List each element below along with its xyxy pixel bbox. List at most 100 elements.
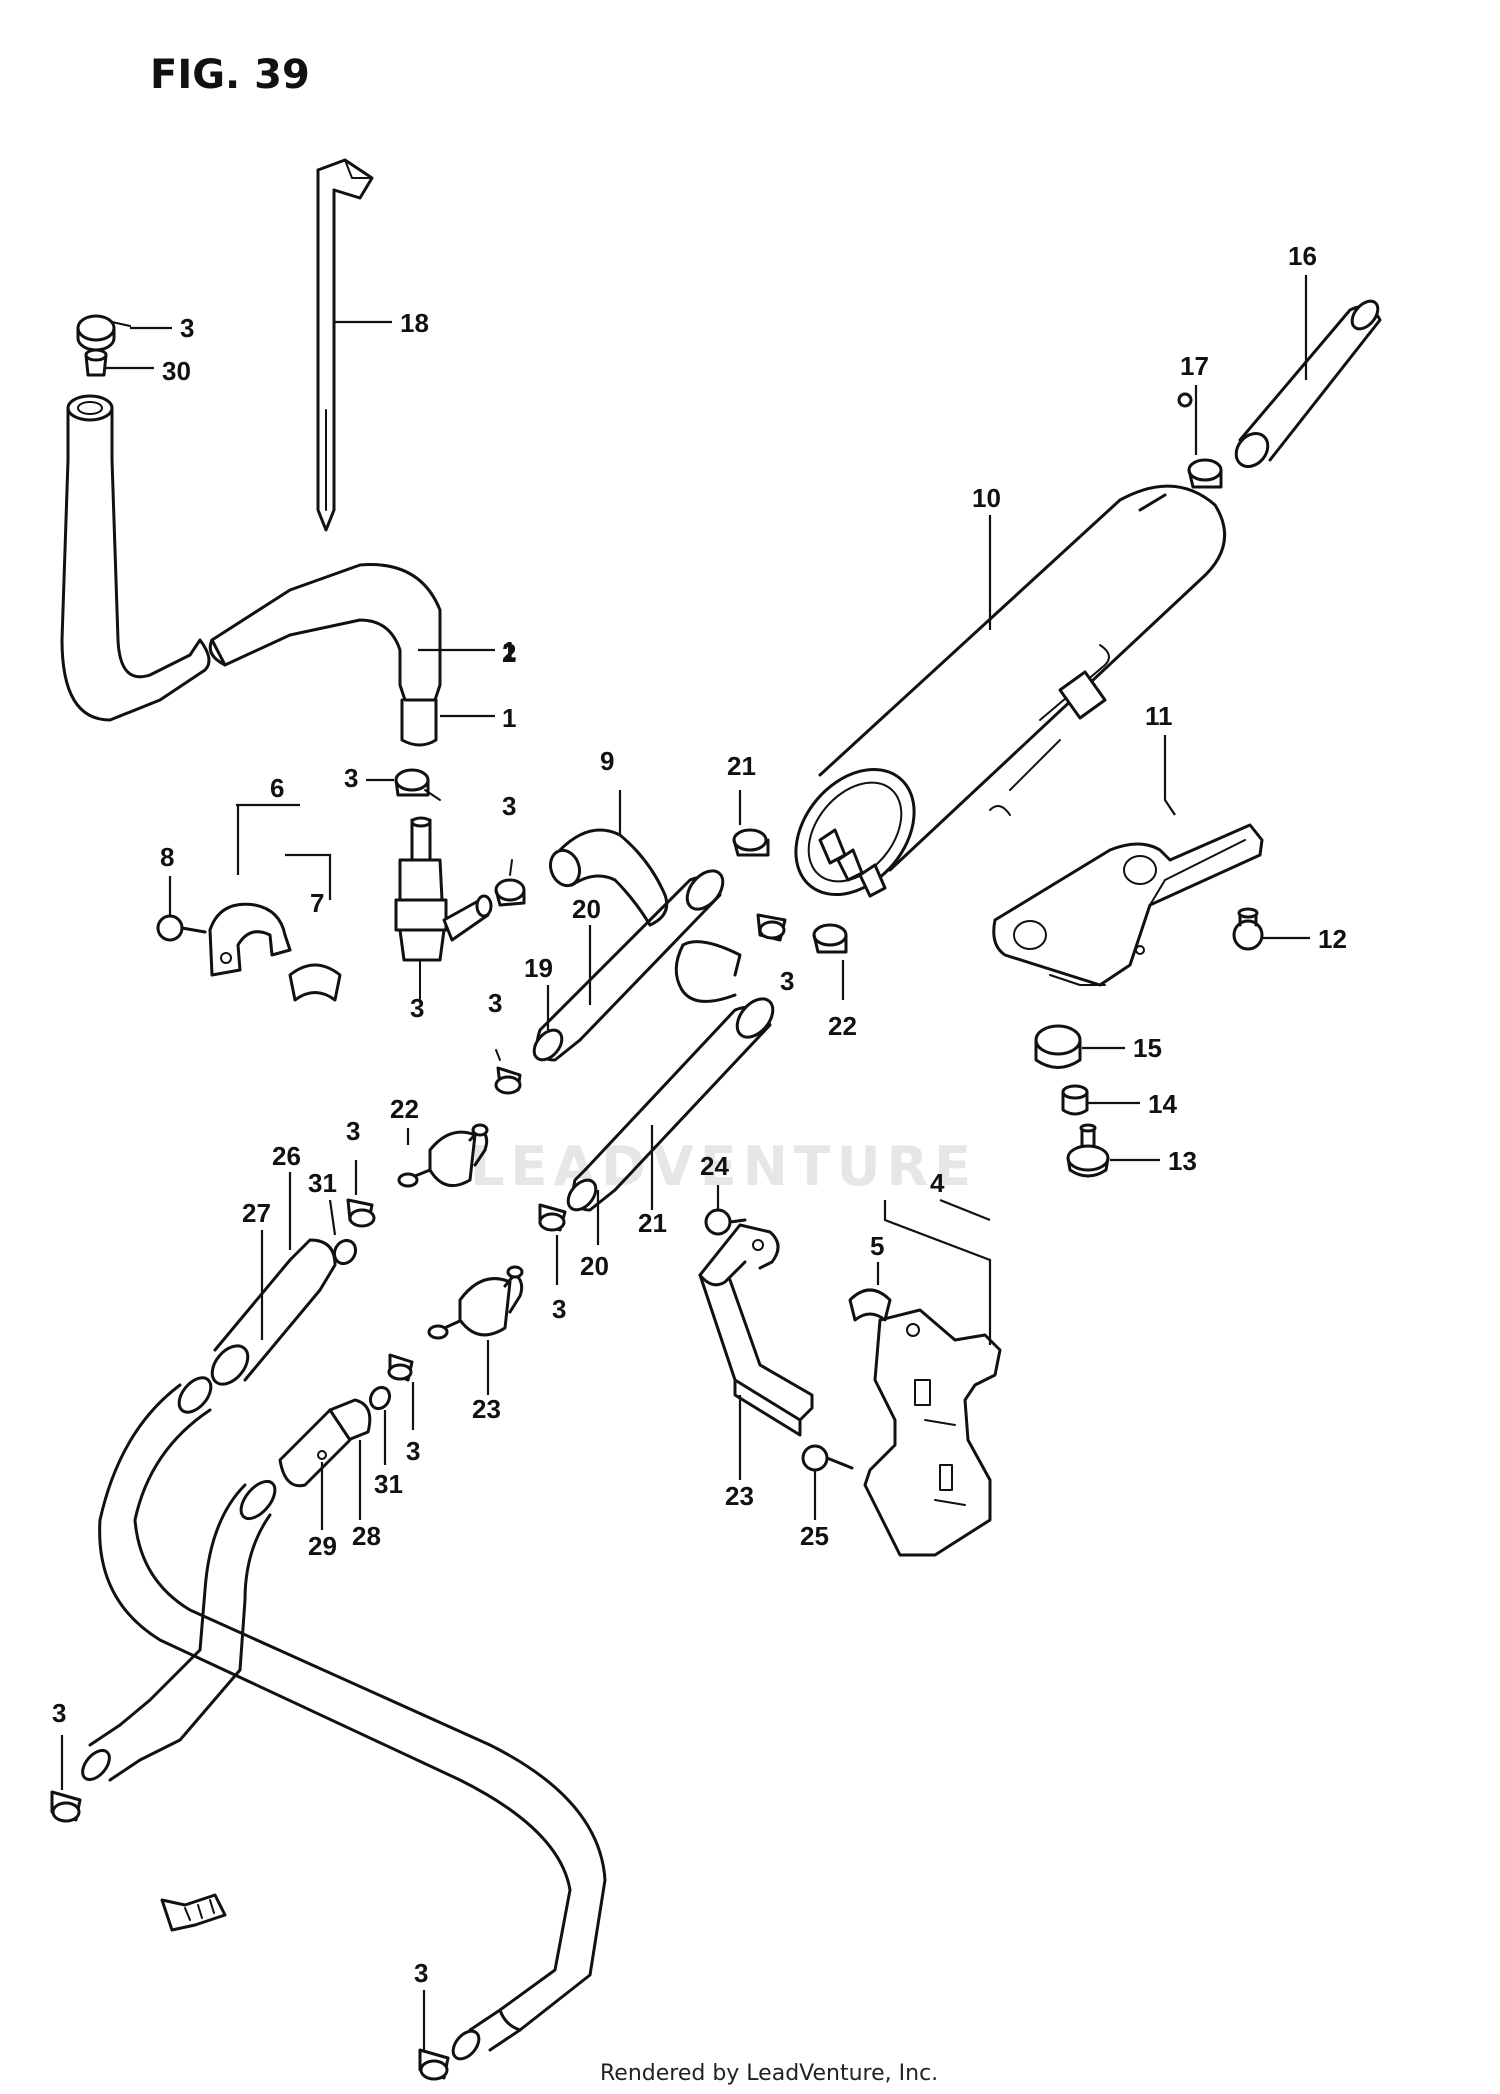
part-22-clamp-upper [732,790,770,857]
label-10: 9 [600,746,614,776]
part-3-clamp-lower-small [387,1353,415,1430]
label-17: 16 [1288,241,1317,271]
label-5: 4 [930,1168,945,1198]
label-14: 13 [1168,1146,1197,1176]
part-28-fitting [210,1230,322,1386]
part-31-plug-left [328,1199,358,1266]
label-3-left-small: 3 [346,1116,360,1146]
part-20-fitting-upper [532,925,592,1062]
part-3-clamp-near-10 [494,859,526,907]
label-3-near-20: 3 [552,1294,566,1324]
part-5-bracket [863,1198,1002,1557]
label-26: 25 [800,1521,829,1551]
label-3-bottom-left: 3 [52,1698,66,1728]
label-25: 24 [700,1151,729,1181]
figure-title: FIG. 39 [150,52,310,98]
label-1: 1 [502,703,516,733]
label-3-lower-small: 3 [406,1436,420,1466]
part-hose-lower-branch [81,1479,277,1782]
part-21-filter-lower [583,997,775,1210]
part-23-valve-lower [427,1265,524,1395]
label-16: 15 [1133,1033,1162,1063]
label-29: 28 [352,1521,381,1551]
part-17-tube [1234,275,1382,468]
watermark: LEADVENTURE [470,1135,977,1198]
label-3-mid: 3 [344,763,358,793]
part-1-hose-stub [400,698,438,747]
label-3-below-filter: 3 [488,988,502,1018]
label-21-upper: 20 [572,894,601,924]
part-19-thin-tube [316,158,374,532]
part-3-clamp-mid [394,768,441,801]
footer-credit: Rendered by LeadVenture, Inc. [600,2061,938,2086]
part-20-fitting-lower [566,1168,617,1245]
label-3-upper-right: 3 [780,966,794,996]
part-2-hose-upper [60,394,442,722]
part-9-bolt [156,914,207,942]
label-13: 12 [1318,924,1347,954]
label-22-upper: 21 [727,751,756,781]
label-8: 7 [310,888,324,918]
part-25-bolt [704,1185,747,1236]
part-24-bracket [698,1223,814,1480]
label-19: 18 [400,308,429,338]
part-12-bracket [992,735,1264,987]
callout-1: 1 [502,636,516,666]
part-3-clamp-bottom-left [50,1735,82,1823]
part-16-grommet [1034,1024,1125,1069]
label-27: 26 [272,1141,301,1171]
label-11: 10 [972,483,1001,513]
part-11-canister [794,392,1227,898]
label-23-lower: 23 [472,1394,501,1424]
forward-arrow-icon [160,1893,227,1932]
part-6-half-ring [848,1262,892,1322]
label-4: 3 [410,993,424,1023]
part-31-plug-lower [368,1385,392,1465]
label-31-lower: 31 [374,1469,403,1499]
part-hose-lower-long [98,1376,607,2061]
part-22-clamp-lower [812,923,848,1000]
part-26-bolt [801,1444,854,1520]
label-23-upper: 22 [390,1094,419,1124]
part-3-clamp-below-filter [494,1049,522,1095]
label-20-upper: 19 [524,953,553,983]
part-10-hose [548,790,742,1003]
label-2: 2 [502,638,516,668]
label-30: 29 [308,1531,337,1561]
label-21-lower: 21 [638,1208,667,1238]
part-27-cap [288,1172,337,1292]
part-14-bolt [1066,1123,1160,1178]
label-3-bottom-right: 3 [414,1958,428,1988]
part-4-valve [394,816,493,1001]
label-18: 17 [1180,351,1209,381]
label-31-top: 30 [162,356,191,386]
part-29-cap-lower [328,1398,372,1520]
part-13-bolt [1232,907,1310,951]
part-3-clamp-upper-right [756,913,787,942]
part-3-clamp-top-left [76,314,131,352]
part-3-clamp-left-small [346,1160,376,1228]
label-12: 11 [1145,701,1173,731]
part-15-collar [1061,1084,1140,1116]
label-3-near-10: 3 [502,791,516,821]
label-15: 14 [1148,1089,1177,1119]
part-3-clamp-bottom-right [418,1990,450,2081]
label-9: 8 [160,842,174,872]
part-7-bracket [208,803,332,977]
part-8-half-ring [288,963,342,1002]
label-7: 6 [270,773,284,803]
part-30-fitting [278,1408,352,1530]
label-22-lower: 22 [828,1011,857,1041]
part-31-plug-top-left [84,348,108,377]
part-18-clamp [1187,385,1223,489]
label-31-left: 31 [308,1168,337,1198]
label-6: 5 [870,1231,884,1261]
part-23-valve-upper [397,1123,489,1188]
label-20-lower: 20 [580,1251,609,1281]
label-24: 23 [725,1481,754,1511]
part-3-clamp-near-20 [538,1203,567,1285]
part-21-filter-upper [548,869,725,1042]
label-28: 27 [242,1198,271,1228]
